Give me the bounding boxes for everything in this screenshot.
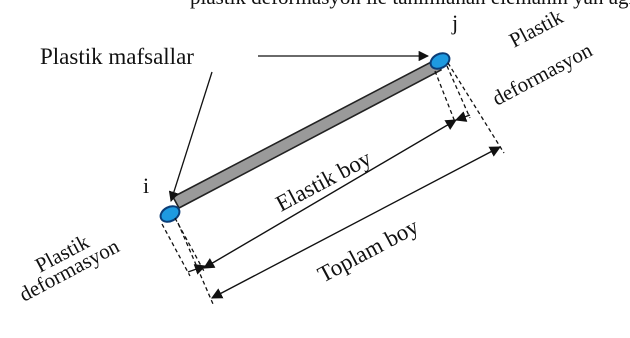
plastic-deformation-left-dimension (187, 264, 207, 275)
node-i-label: i (143, 173, 149, 198)
node-j-label: j (451, 10, 458, 35)
elastic-length-dimension (203, 119, 457, 269)
extension-line-right-1 (434, 70, 456, 123)
top-text-fragment: plastik deformasyon ile tanımlanan elema… (190, 0, 630, 9)
total-length-dimension (211, 146, 501, 299)
plastic-deformation-right-line1: Plastik (505, 4, 567, 52)
elastic-length-label: Elastik boy (272, 145, 376, 216)
extension-line-right-2 (446, 65, 471, 119)
plastic-deformation-right-line2: deformasyon (488, 38, 597, 111)
total-length-label: Toplam boy (314, 213, 423, 287)
leader-line-hinge-i (168, 71, 213, 202)
plastic-deformation-right-dimension (454, 111, 471, 122)
extension-line-right-3 (447, 62, 505, 154)
plastic-hinge-j (429, 52, 451, 70)
plastic-hinges-label: Plastik mafsallar (40, 44, 194, 69)
extension-line-left-3 (177, 222, 214, 305)
extension-line-left-2 (161, 223, 191, 277)
extension-line-left-1 (174, 217, 206, 274)
plastic-hinge-i (159, 205, 181, 223)
